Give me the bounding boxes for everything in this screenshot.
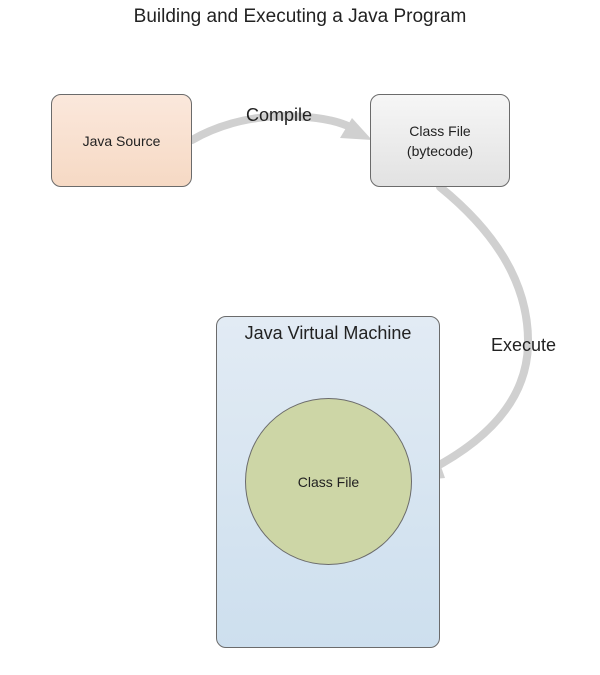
java-source-node: Java Source — [51, 94, 192, 187]
class-file-label: Class File — [409, 122, 471, 139]
compile-arrow — [188, 111, 372, 144]
execute-arrow-shaft — [426, 183, 533, 474]
jvm-label: Java Virtual Machine — [244, 323, 412, 343]
compile-arrow-shaft — [188, 111, 356, 144]
class-file-bytecode-node: Class File (bytecode) — [370, 94, 510, 187]
bytecode-label: (bytecode) — [406, 142, 474, 159]
execute-label: Execute — [491, 335, 557, 355]
java-source-label: Java Source — [82, 132, 161, 149]
class-file-circle-label: Class File — [297, 473, 360, 490]
class-file-circle-node: Class File — [245, 398, 412, 565]
diagram-title: Building and Executing a Java Program — [133, 6, 467, 27]
compile-label: Compile — [246, 105, 313, 125]
compile-arrowhead — [340, 118, 372, 140]
